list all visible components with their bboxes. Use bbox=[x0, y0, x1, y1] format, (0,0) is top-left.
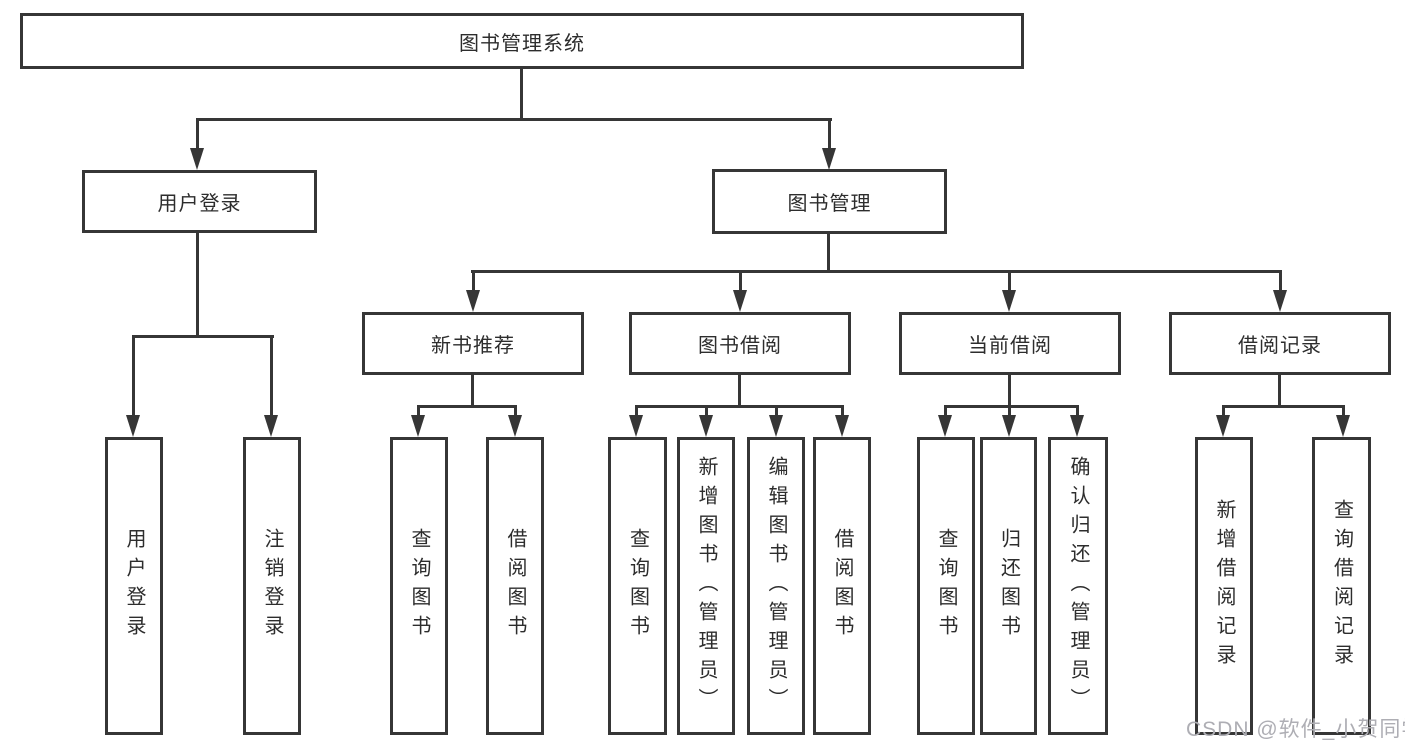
connector-line bbox=[471, 270, 1282, 273]
connector-line bbox=[196, 118, 199, 151]
connector-line bbox=[514, 405, 517, 419]
leaf-logout-label: 注销登录 bbox=[261, 528, 283, 644]
connector-line bbox=[828, 118, 831, 151]
leaf-borrow-book-recommend: 借阅图书 bbox=[486, 437, 544, 735]
connector-line bbox=[739, 270, 742, 292]
connector-line bbox=[635, 405, 844, 408]
connector-line bbox=[944, 405, 1079, 408]
connector-line bbox=[1076, 405, 1079, 419]
node-borrow-record-label: 借阅记录 bbox=[1238, 335, 1322, 357]
leaf-add-book-admin: 新增图书（管理员） bbox=[677, 437, 735, 735]
arrowhead-down-icon bbox=[835, 415, 849, 437]
connector-line bbox=[270, 335, 273, 417]
leaf-return-book: 归还图书 bbox=[980, 437, 1037, 735]
connector-line bbox=[1008, 405, 1011, 419]
node-root-label: 图书管理系统 bbox=[459, 32, 585, 55]
connector-line bbox=[705, 405, 708, 419]
arrowhead-down-icon bbox=[1336, 415, 1350, 437]
node-new-book-recommend-label: 新书推荐 bbox=[431, 335, 515, 357]
leaf-add-borrow-record-label: 新增借阅记录 bbox=[1213, 499, 1235, 673]
leaf-query-book-recommend: 查询图书 bbox=[390, 437, 448, 735]
leaf-confirm-return-admin-label: 确认归还（管理员） bbox=[1067, 455, 1089, 717]
leaf-borrow-book: 借阅图书 bbox=[813, 437, 871, 735]
connector-line bbox=[841, 405, 844, 419]
arrowhead-down-icon bbox=[1216, 415, 1230, 437]
arrowhead-down-icon bbox=[1273, 290, 1287, 312]
node-user-login: 用户登录 bbox=[82, 170, 317, 233]
connector-line bbox=[1008, 375, 1011, 407]
leaf-user-login: 用户登录 bbox=[105, 437, 163, 735]
leaf-edit-book-admin: 编辑图书（管理员） bbox=[747, 437, 805, 735]
connector-line bbox=[1279, 270, 1282, 292]
leaf-query-book-recommend-label: 查询图书 bbox=[408, 528, 430, 644]
arrowhead-down-icon bbox=[629, 415, 643, 437]
connector-line bbox=[133, 335, 274, 338]
arrowhead-down-icon bbox=[1002, 290, 1016, 312]
connector-line bbox=[417, 405, 517, 408]
leaf-query-book-current: 查询图书 bbox=[917, 437, 975, 735]
arrowhead-down-icon bbox=[733, 290, 747, 312]
connector-line bbox=[944, 405, 947, 419]
arrowhead-down-icon bbox=[126, 415, 140, 437]
connector-line bbox=[1222, 405, 1345, 408]
leaf-borrow-book-label: 借阅图书 bbox=[831, 528, 853, 644]
node-book-management: 图书管理 bbox=[712, 169, 947, 234]
node-book-management-label: 图书管理 bbox=[787, 193, 872, 215]
arrowhead-down-icon bbox=[1070, 415, 1084, 437]
arrowhead-down-icon bbox=[938, 415, 952, 437]
arrowhead-down-icon bbox=[822, 148, 836, 170]
arrowhead-down-icon bbox=[190, 148, 204, 170]
node-root: 图书管理系统 bbox=[20, 13, 1024, 69]
arrowhead-down-icon bbox=[264, 415, 278, 437]
node-book-borrow-label: 图书借阅 bbox=[698, 335, 782, 357]
node-new-book-recommend: 新书推荐 bbox=[362, 312, 584, 375]
leaf-user-login-label: 用户登录 bbox=[123, 528, 145, 644]
node-user-login-label: 用户登录 bbox=[157, 193, 242, 215]
connector-line bbox=[520, 69, 523, 120]
connector-line bbox=[1222, 405, 1225, 419]
node-current-borrow-label: 当前借阅 bbox=[968, 335, 1052, 357]
leaf-query-book-borrow: 查询图书 bbox=[608, 437, 667, 735]
leaf-add-borrow-record: 新增借阅记录 bbox=[1195, 437, 1253, 735]
connector-line bbox=[196, 233, 199, 337]
csdn-watermark: CSDN @软件_小贺同学 bbox=[1186, 718, 1405, 741]
arrowhead-down-icon bbox=[1002, 415, 1016, 437]
leaf-query-book-borrow-label: 查询图书 bbox=[626, 528, 649, 644]
leaf-edit-book-admin-label: 编辑图书（管理员） bbox=[765, 455, 787, 717]
leaf-query-borrow-record-label: 查询借阅记录 bbox=[1330, 499, 1353, 673]
connector-line bbox=[1278, 375, 1281, 407]
connector-line bbox=[472, 270, 475, 292]
leaf-confirm-return-admin: 确认归还（管理员） bbox=[1048, 437, 1108, 735]
node-current-borrow: 当前借阅 bbox=[899, 312, 1121, 375]
node-borrow-record: 借阅记录 bbox=[1169, 312, 1391, 375]
connector-line bbox=[132, 335, 135, 417]
connector-line bbox=[471, 375, 474, 407]
arrowhead-down-icon bbox=[769, 415, 783, 437]
connector-line bbox=[635, 405, 638, 419]
connector-line bbox=[775, 405, 778, 419]
arrowhead-down-icon bbox=[411, 415, 425, 437]
connector-line bbox=[197, 118, 832, 121]
leaf-query-borrow-record: 查询借阅记录 bbox=[1312, 437, 1371, 735]
connector-line bbox=[417, 405, 420, 419]
node-book-borrow: 图书借阅 bbox=[629, 312, 851, 375]
arrowhead-down-icon bbox=[508, 415, 522, 437]
leaf-borrow-book-recommend-label: 借阅图书 bbox=[504, 528, 526, 644]
leaf-logout: 注销登录 bbox=[243, 437, 301, 735]
leaf-return-book-label: 归还图书 bbox=[997, 528, 1020, 644]
leaf-add-book-admin-label: 新增图书（管理员） bbox=[695, 455, 717, 717]
connector-line bbox=[738, 375, 741, 407]
arrowhead-down-icon bbox=[699, 415, 713, 437]
connector-line bbox=[1342, 405, 1345, 419]
connector-line bbox=[827, 234, 830, 272]
arrowhead-down-icon bbox=[466, 290, 480, 312]
leaf-query-book-current-label: 查询图书 bbox=[935, 528, 957, 644]
connector-line bbox=[1008, 270, 1011, 292]
